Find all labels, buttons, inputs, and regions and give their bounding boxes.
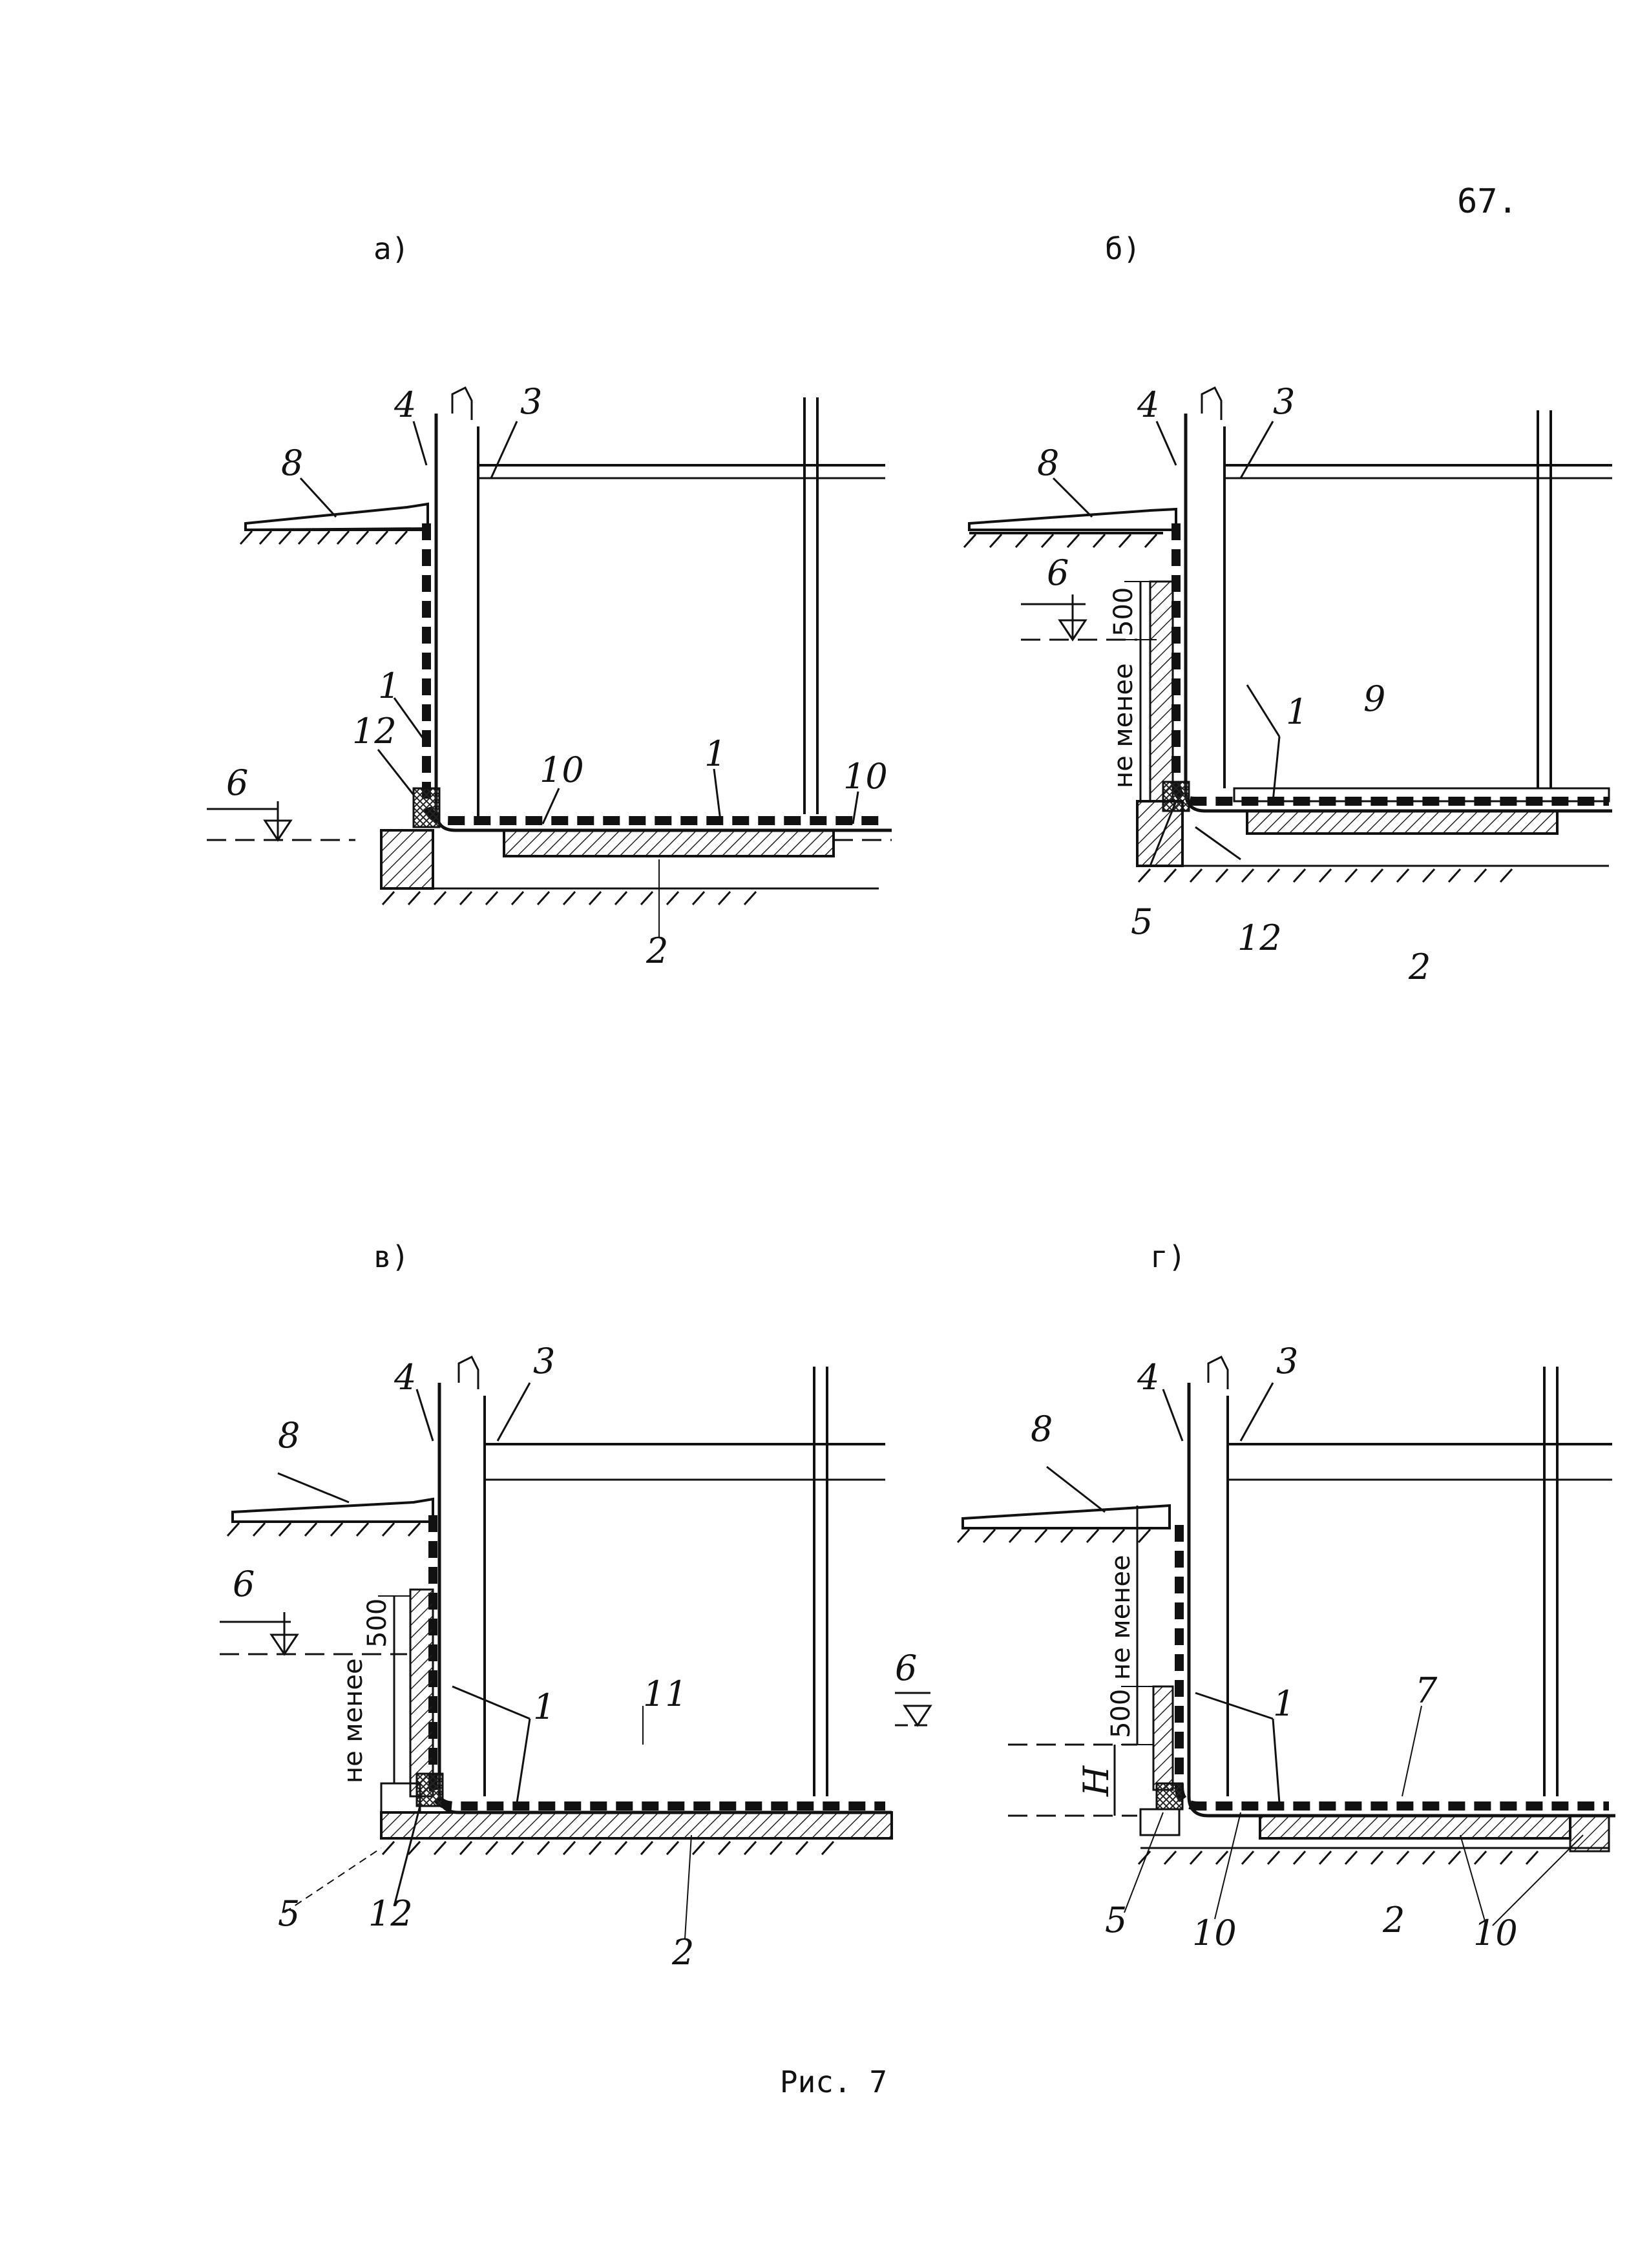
panel-c-drawing: 500 не менее 4 3 8 6 6 11 1 5 12 2	[220, 1341, 932, 1973]
panel-b-drawing: 500 не менее 4 3 8 6 1 9 5 12 2	[963, 381, 1612, 987]
dimension-not-less: не менее	[1106, 1555, 1136, 1680]
dimension-not-less: не менее	[1109, 663, 1139, 788]
blind-area	[968, 507, 1177, 531]
ground-hatch	[239, 530, 408, 545]
sealing-fill	[1155, 1782, 1184, 1811]
sealing-fill	[412, 787, 441, 828]
panel-b-label: б)	[1105, 231, 1141, 266]
callout-6-right: 6	[895, 1648, 917, 1688]
callout-10-left: 10	[1192, 1913, 1237, 1953]
dimension-not-less: не менее	[339, 1658, 368, 1783]
callout-12: 12	[1237, 918, 1282, 958]
callout-10-left: 10	[540, 750, 584, 790]
waterproofing-layer	[428, 1515, 885, 1811]
water-level-marker-right	[903, 1705, 932, 1727]
callout-1: 1	[533, 1686, 555, 1727]
callout-2: 2	[671, 1932, 694, 1973]
callout-3: 3	[1276, 1341, 1298, 1381]
callout-7: 7	[1415, 1670, 1438, 1711]
foundation-slab	[503, 829, 835, 857]
callout-2: 2	[1382, 1900, 1405, 1940]
foundation-slab	[1259, 1814, 1571, 1840]
callout-5: 5	[1131, 901, 1153, 942]
foundation-slab	[380, 1811, 893, 1840]
page-number: 67.	[1457, 182, 1518, 221]
callout-2: 2	[646, 930, 668, 971]
callout-1-bottom: 1	[704, 733, 726, 774]
outer-wall	[1184, 414, 1612, 813]
panel-d: г)	[892, 1228, 1628, 1964]
panel-a-drawing: 4 3 8 1 12 6 10 1 10 2	[207, 381, 892, 971]
panel-a-label: а)	[373, 231, 410, 266]
callout-10-right: 10	[843, 756, 888, 797]
foundation-slab	[1246, 810, 1559, 835]
callout-8: 8	[1031, 1409, 1053, 1449]
outer-wall	[437, 1383, 892, 1814]
callout-6: 6	[1047, 552, 1069, 593]
clamping-wall	[1152, 1685, 1174, 1791]
callout-4: 4	[1137, 1357, 1159, 1398]
dimension-500: 500	[1106, 1689, 1136, 1738]
floor-slab	[1233, 787, 1610, 803]
sealing-fill	[415, 1772, 444, 1807]
callout-6-left: 6	[233, 1564, 255, 1604]
callout-4: 4	[394, 384, 416, 425]
panel-b: б)	[892, 220, 1628, 987]
callout-2: 2	[1408, 947, 1431, 987]
blind-area	[244, 502, 429, 532]
panel-c: в)	[168, 1228, 932, 1973]
blind-area	[961, 1504, 1171, 1529]
callout-1: 1	[1273, 1683, 1295, 1724]
clamping-wall	[1149, 580, 1174, 803]
callout-1: 1	[378, 666, 400, 706]
panel-a: а)	[168, 220, 905, 971]
callout-4: 4	[1137, 384, 1159, 425]
dimension-500: 500	[362, 1599, 392, 1648]
callout-11: 11	[643, 1674, 688, 1714]
dimension-h: H	[1076, 1765, 1117, 1797]
callout-5: 5	[278, 1893, 300, 1934]
callout-10-right: 10	[1473, 1913, 1518, 1953]
panel-d-label: г)	[1150, 1239, 1186, 1274]
callout-3: 3	[533, 1341, 555, 1381]
figure-caption: Рис. 7	[779, 2064, 888, 2099]
callout-3: 3	[520, 381, 542, 422]
waterproofing-layer	[1171, 523, 1609, 806]
callout-12: 12	[368, 1893, 413, 1934]
callout-12: 12	[352, 711, 397, 751]
panel-d-drawing: не менее 500 H 4 3 8 1 7 5 10 2 10	[956, 1341, 1615, 1953]
callout-3: 3	[1273, 381, 1295, 422]
panel-c-label: в)	[373, 1239, 410, 1274]
blind-area	[231, 1497, 434, 1523]
callout-4: 4	[394, 1357, 416, 1398]
callout-9: 9	[1363, 678, 1385, 719]
callout-8: 8	[281, 443, 303, 483]
callout-8: 8	[278, 1415, 300, 1456]
outer-wall	[1187, 1383, 1615, 1818]
callout-5: 5	[1105, 1900, 1127, 1940]
dimension-500: 500	[1109, 587, 1139, 636]
clamping-wall	[409, 1588, 434, 1798]
outer-wall	[434, 414, 892, 832]
callout-8: 8	[1037, 443, 1059, 483]
callout-6: 6	[226, 762, 248, 803]
callout-1: 1	[1286, 691, 1308, 732]
